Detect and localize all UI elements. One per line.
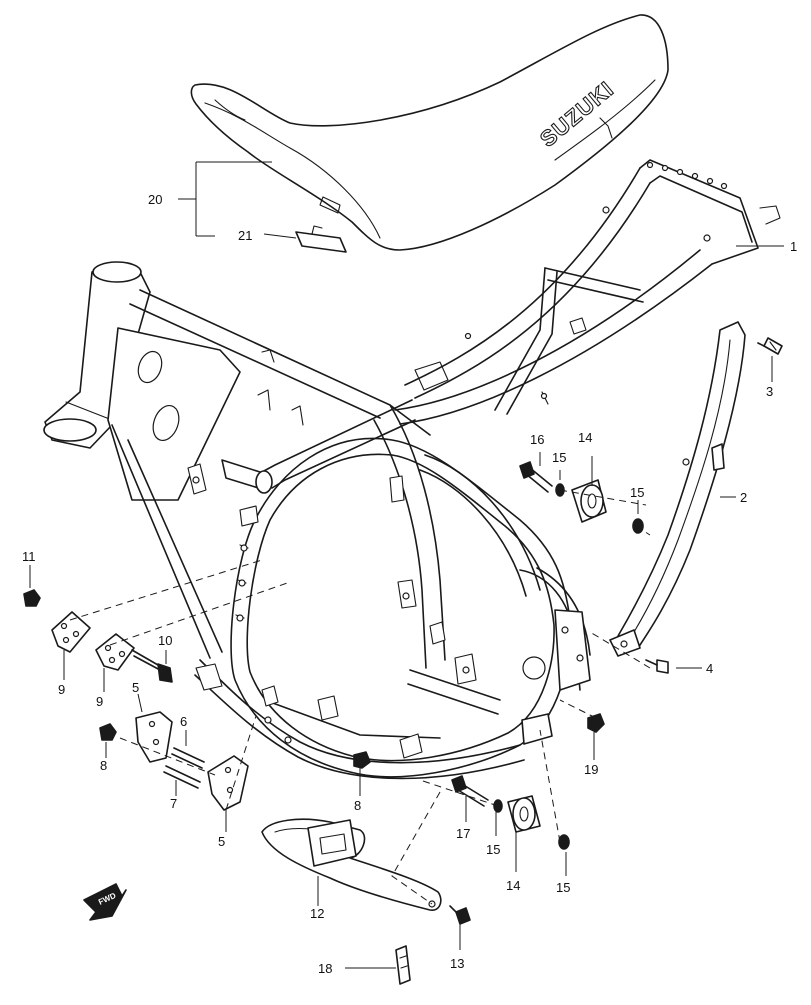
callout-20: 20 (148, 192, 162, 207)
callout-6: 6 (180, 714, 187, 729)
callout-14-upper: 14 (578, 430, 592, 445)
callout-9-lower: 9 (96, 694, 103, 709)
subframe-holes (602, 161, 728, 242)
plate-part-9-lower (95, 633, 135, 671)
callout-19: 19 (584, 762, 598, 777)
assembly-lines (69, 489, 651, 905)
callout-14-lower: 14 (506, 878, 520, 893)
nut-part-11 (23, 589, 41, 607)
callout-15-a: 15 (552, 450, 566, 465)
rubber-mount-part-14-upper (571, 479, 607, 523)
nut-part-8-center (353, 751, 371, 769)
plate-part-5-upper (135, 711, 173, 763)
callout-18: 18 (318, 961, 332, 976)
callout-15-d: 15 (556, 880, 570, 895)
callout-17: 17 (456, 826, 470, 841)
callout-labels: 1 2 3 4 5 5 6 7 8 8 9 9 10 11 12 13 14 1… (22, 192, 797, 976)
clip-part-18 (395, 945, 411, 985)
bolt-part-6 (171, 747, 205, 769)
washer-part-15-upper-right (632, 518, 644, 534)
main-frame (43, 261, 591, 780)
bolt-part-17 (451, 775, 489, 807)
seat: SUZUKI (190, 14, 669, 251)
leader-lines (29, 161, 784, 969)
callout-8-left: 8 (100, 758, 107, 773)
plate-part-5-lower (207, 755, 249, 811)
callout-5-upper: 5 (132, 680, 139, 695)
plate-part-9-upper (51, 611, 91, 653)
callout-21: 21 (238, 228, 252, 243)
bolt-part-3 (757, 337, 783, 355)
callout-16: 16 (530, 432, 544, 447)
callout-7: 7 (170, 796, 177, 811)
side-bracket-part-2 (609, 321, 746, 657)
callout-4: 4 (706, 661, 713, 676)
nut-part-19 (587, 713, 605, 733)
bracket-part-12 (261, 818, 442, 911)
callout-5-lower: 5 (218, 834, 225, 849)
forward-arrow-icon: FWD (83, 883, 127, 921)
callout-15-c: 15 (486, 842, 500, 857)
rear-subframe (394, 159, 781, 425)
callout-12: 12 (310, 906, 324, 921)
bolt-part-13 (449, 905, 471, 925)
bolt-part-10 (131, 649, 173, 683)
callout-13: 13 (450, 956, 464, 971)
bolt-part-7 (163, 765, 201, 789)
callout-11: 11 (22, 549, 36, 564)
rubber-mount-part-14-lower (507, 795, 541, 833)
bolt-part-16 (519, 461, 553, 493)
callout-10: 10 (158, 633, 172, 648)
bolt-part-4 (645, 659, 669, 674)
callout-9-upper: 9 (58, 682, 65, 697)
nut-part-8-left (99, 723, 117, 741)
callout-3: 3 (766, 384, 773, 399)
callout-1: 1 (790, 239, 797, 254)
washer-part-15-lower-right (558, 834, 570, 850)
callout-15-b: 15 (630, 485, 644, 500)
callout-2: 2 (740, 490, 747, 505)
callout-8-center: 8 (354, 798, 361, 813)
clip-part-21 (295, 225, 347, 253)
